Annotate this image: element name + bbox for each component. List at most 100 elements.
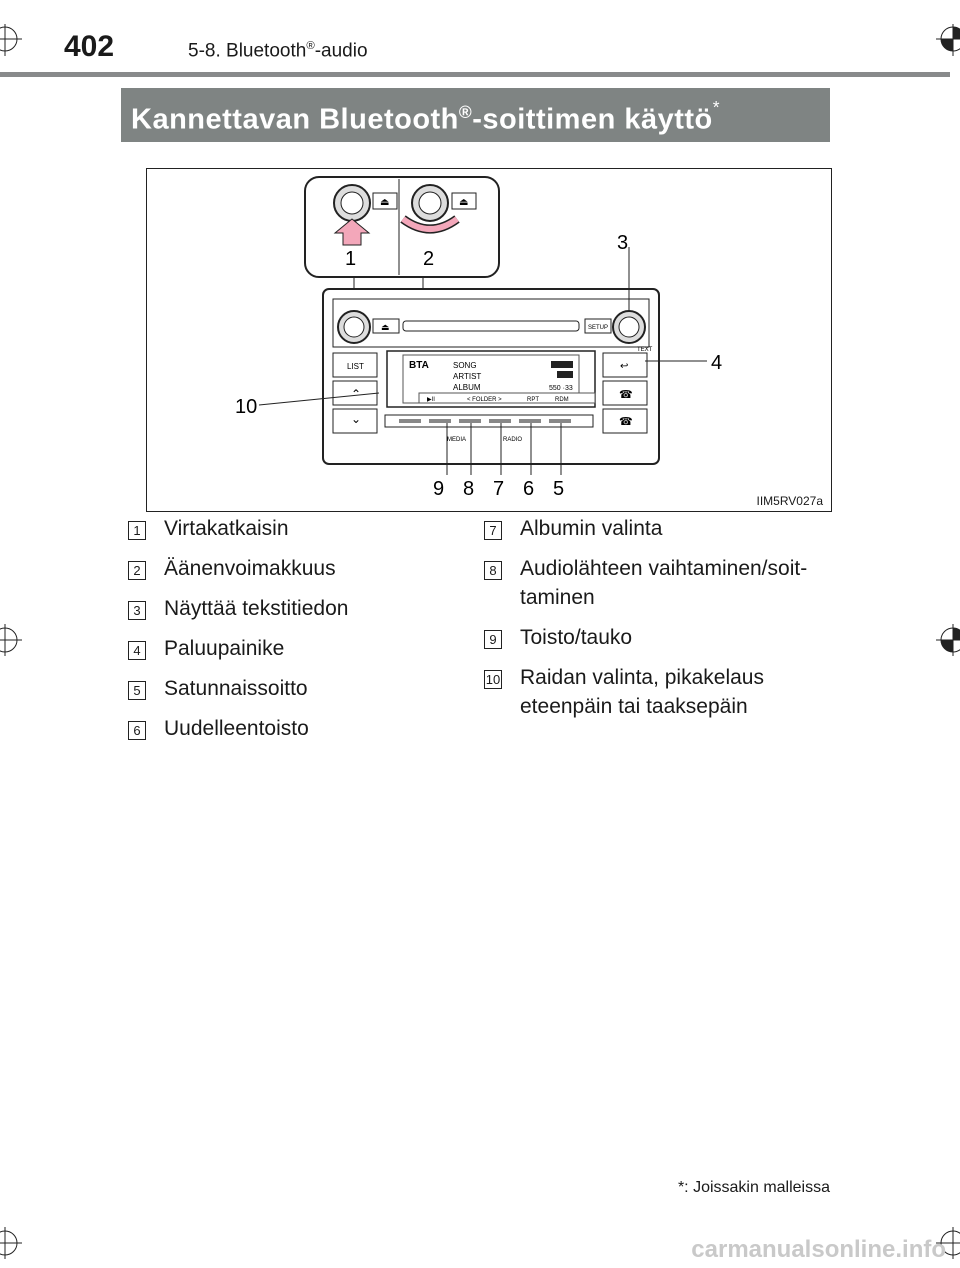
legend-text: Paluupainike bbox=[164, 637, 285, 660]
legend-number: 8 bbox=[484, 561, 502, 580]
legend-item-1: 1 Virtakatkaisin bbox=[128, 514, 448, 543]
callout-1: 1 bbox=[345, 248, 356, 270]
softkey-rdm: RDM bbox=[555, 397, 569, 403]
legend-text: Albumin valinta bbox=[520, 517, 663, 540]
softkey-button-6 bbox=[549, 419, 571, 423]
cd-slot bbox=[402, 320, 580, 332]
header-rule bbox=[0, 72, 950, 77]
softkey-play-pause: ▶II bbox=[427, 397, 435, 403]
legend-text: Audiolähteen vaihtaminen/soit-taminen bbox=[520, 557, 808, 609]
legend-number: 1 bbox=[128, 521, 146, 540]
banner-title-suffix: -soittimen käyttö bbox=[472, 103, 713, 136]
figure-code: IIM5RV027a bbox=[756, 494, 824, 508]
banner-title-asterisk: * bbox=[712, 97, 721, 117]
callout-6: 6 bbox=[523, 478, 534, 500]
softkey-button-1 bbox=[399, 419, 421, 423]
legend-number: 5 bbox=[128, 681, 146, 700]
legend-item-7: 7 Albumin valinta bbox=[484, 514, 824, 543]
track-down-button bbox=[332, 408, 378, 434]
legend-item-6: 6 Uudelleentoisto bbox=[128, 714, 448, 743]
watermark: carmanualsonline.info bbox=[691, 1236, 946, 1263]
softkey-button-2 bbox=[429, 419, 451, 423]
legend-item-10: 10 Raidan valinta, pikakelaus eteenpäin t… bbox=[484, 663, 824, 721]
footnote-symbol: * bbox=[677, 1179, 685, 1196]
legend-text: Toisto/tauko bbox=[520, 626, 633, 649]
softkey-rpt: RPT bbox=[527, 397, 539, 403]
svg-text:⏏: ⏏ bbox=[459, 197, 468, 208]
phone-pickup-button bbox=[602, 380, 648, 406]
legend-item-9: 9 Toisto/tauko bbox=[484, 623, 824, 652]
svg-text:☎: ☎ bbox=[619, 416, 633, 428]
legend-number: 4 bbox=[128, 641, 146, 660]
legend-item-3: 3 Näyttää tekstitiedon bbox=[128, 594, 448, 623]
setup-label: SETUP bbox=[588, 325, 608, 331]
svg-text:⏏: ⏏ bbox=[381, 322, 390, 332]
setup-button bbox=[584, 318, 612, 334]
title-banner: Kannettavan Bluetooth®-soittimen käyttö* bbox=[121, 88, 830, 142]
legend-text: Raidan valinta, pikakelaus eteenpäin tai… bbox=[520, 666, 764, 718]
legend-number: 9 bbox=[484, 630, 502, 649]
text-label: TEXT bbox=[637, 347, 653, 353]
legend-number: 3 bbox=[128, 601, 146, 620]
legend-item-4: 4 Paluupainike bbox=[128, 634, 448, 663]
footnote: *: Joissakin malleissa bbox=[678, 1179, 830, 1197]
phone-hangup-button bbox=[602, 408, 648, 434]
radio-label: RADIO bbox=[503, 437, 522, 443]
svg-text:⏏: ⏏ bbox=[380, 197, 389, 208]
callout-9: 9 bbox=[433, 478, 444, 500]
legend-item-8: 8 Audiolähteen vaihtaminen/soit-taminen bbox=[484, 554, 824, 612]
footnote-text: : Joissakin malleissa bbox=[684, 1179, 830, 1196]
softkey-button-3 bbox=[459, 419, 481, 423]
back-button bbox=[602, 352, 648, 378]
legend-text: Virtakatkaisin bbox=[164, 517, 289, 540]
audio-panel-illustration: ⏏ ⏏ 1 2 ⏏ SETUP TEXT LIST ⌃ ⌄ ↩ bbox=[235, 176, 722, 500]
eject-button bbox=[372, 318, 400, 334]
svg-text:⌃: ⌃ bbox=[351, 387, 361, 401]
legend-number: 10 bbox=[484, 670, 502, 689]
display-song: SONG bbox=[453, 361, 477, 370]
section-title-suffix: -audio bbox=[314, 40, 368, 62]
detail-inset bbox=[304, 176, 500, 278]
press-arrow-icon bbox=[333, 218, 371, 246]
list-label: LIST bbox=[347, 362, 364, 371]
legend-text: Näyttää tekstitiedon bbox=[164, 597, 349, 620]
svg-text:☎: ☎ bbox=[619, 389, 633, 401]
legend-text: Uudelleentoisto bbox=[164, 717, 309, 740]
legend-left: 1 Virtakatkaisin 2 Äänenvoimakkuus 3 Näyttä… bbox=[128, 514, 448, 754]
callout-5: 5 bbox=[553, 478, 564, 500]
display-source: BTA bbox=[409, 360, 429, 371]
banner-title: Kannettavan Bluetooth®-soittimen käyttö* bbox=[131, 97, 720, 137]
audio-panel-figure: ⏏ ⏏ 1 2 ⏏ SETUP TEXT LIST ⌃ ⌄ ↩ bbox=[146, 168, 832, 512]
callout-2: 2 bbox=[423, 248, 434, 270]
section-title: 5-8. Bluetooth®-audio bbox=[188, 40, 368, 62]
banner-title-reg: ® bbox=[458, 102, 473, 122]
svg-text:⌄: ⌄ bbox=[351, 412, 361, 426]
softkey-button-5 bbox=[519, 419, 541, 423]
display-time: 550 ·33 bbox=[549, 385, 573, 392]
legend-right: 7 Albumin valinta 8 Audiolähteen vaihtamin… bbox=[484, 514, 824, 732]
display-artist: ARTIST bbox=[453, 372, 481, 381]
legend-item-2: 2 Äänenvoimakkuus bbox=[128, 554, 448, 583]
list-button bbox=[332, 352, 378, 378]
callout-7: 7 bbox=[493, 478, 504, 500]
page-number: 402 bbox=[64, 30, 115, 63]
callout-8: 8 bbox=[463, 478, 474, 500]
legend-text: Satunnaissoitto bbox=[164, 677, 308, 700]
legend-number: 2 bbox=[128, 561, 146, 580]
section-title-prefix: 5-8. Bluetooth bbox=[188, 40, 307, 62]
section-title-reg: ® bbox=[306, 40, 315, 52]
softkey-folder: < FOLDER > bbox=[467, 397, 502, 403]
callout-3: 3 bbox=[617, 232, 628, 254]
callout-10: 10 bbox=[235, 396, 257, 418]
media-label: MEDIA bbox=[447, 437, 466, 443]
callout-4: 4 bbox=[711, 352, 722, 374]
svg-text:↩: ↩ bbox=[620, 361, 628, 372]
legend-number: 7 bbox=[484, 521, 502, 540]
banner-title-prefix: Kannettavan Bluetooth bbox=[131, 103, 459, 136]
softkey-button-4 bbox=[489, 419, 511, 423]
legend-text: Äänenvoimakkuus bbox=[164, 557, 336, 580]
display-album: ALBUM bbox=[453, 383, 481, 392]
legend-number: 6 bbox=[128, 721, 146, 740]
legend-item-5: 5 Satunnaissoitto bbox=[128, 674, 448, 703]
